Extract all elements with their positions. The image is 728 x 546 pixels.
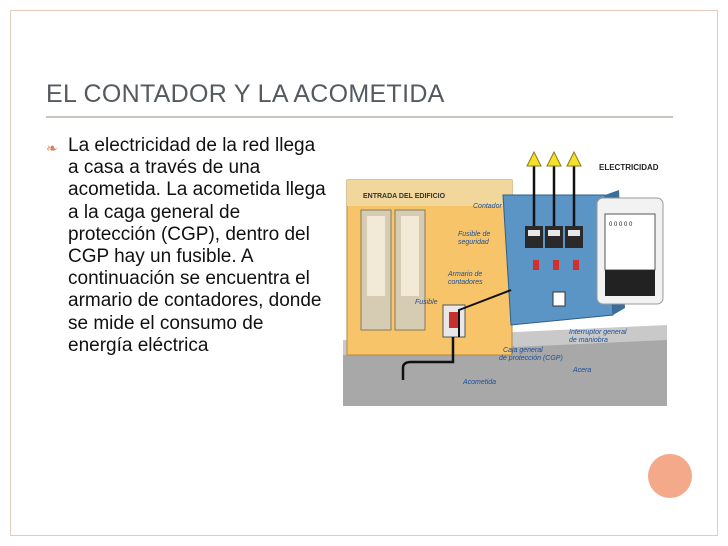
label-fusible-seguridad-2: seguridad <box>458 239 490 246</box>
meter-installation-diagram: ENTRADA DEL EDIFICIO ELECTRICIDAD 0 0 0 … <box>343 150 667 406</box>
body-paragraph: La electricidad de la red llega a casa a… <box>68 135 326 356</box>
main-switch <box>552 291 566 307</box>
meter-2 <box>545 226 563 248</box>
meter-1-face <box>528 230 540 236</box>
decorative-circle <box>648 454 692 498</box>
meter-2-face <box>548 230 560 236</box>
title-divider <box>46 116 673 118</box>
meter-1 <box>525 226 543 248</box>
meter-zoom-face <box>604 213 656 271</box>
label-armario-1: Armario de <box>447 271 482 278</box>
acometida-cable <box>401 337 455 380</box>
fuse-2 <box>553 260 559 270</box>
arrow-1 <box>526 150 542 167</box>
meter-3 <box>565 226 583 248</box>
label-fusible-seguridad-1: Fusible de <box>458 231 490 238</box>
feed-cable <box>458 289 512 337</box>
label-contador: Contador <box>473 203 502 210</box>
fuse-3 <box>573 260 579 270</box>
cgp-fuse <box>449 312 459 328</box>
label-electricidad: ELECTRICIDAD <box>599 163 659 172</box>
label-caja-1: Caja general <box>503 347 543 354</box>
label-interruptor-2: de maniobra <box>569 337 608 344</box>
label-acera: Acera <box>572 367 591 374</box>
slide-title: EL CONTADOR Y LA ACOMETIDA <box>46 80 445 108</box>
door-right-glass <box>401 216 419 296</box>
label-entrada: ENTRADA DEL EDIFICIO <box>363 193 446 200</box>
label-acometida: Acometida <box>462 379 496 386</box>
arrow-2 <box>546 150 562 167</box>
arrow-3 <box>566 150 582 167</box>
door-left-glass <box>367 216 385 296</box>
slide-frame <box>10 10 718 536</box>
fuse-1 <box>533 260 539 270</box>
bullet-icon: ❧ <box>46 140 58 156</box>
entrance-band <box>347 180 512 206</box>
label-caja-2: de protección (CGP) <box>499 355 563 362</box>
label-fusible: Fusible <box>415 299 438 306</box>
meter-zoom-display: 0 0 0 0 0 <box>609 222 633 228</box>
label-armario-2: contadores <box>448 279 483 286</box>
label-interruptor-1: Interruptor general <box>569 329 627 336</box>
meter-zoom-base <box>605 270 655 296</box>
meter-3-face <box>568 230 580 236</box>
